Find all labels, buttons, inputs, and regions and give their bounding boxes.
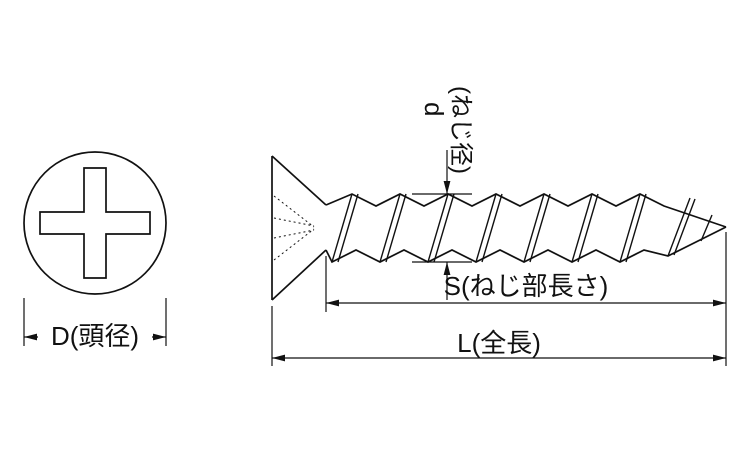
- thread-diameter-note-label: (ねじ径): [447, 86, 474, 174]
- thread-lines: [331, 193, 713, 263]
- screw-head-side: [271, 155, 327, 301]
- thread-diameter-dimension: d (ねじ径): [412, 86, 474, 300]
- screw-head-circle: [23, 151, 167, 295]
- thread-outline-bottom: [325, 226, 727, 264]
- head-top-view: [23, 151, 167, 295]
- head-diameter-dimension: D(頭径): [23, 298, 167, 351]
- phillips-cross-recess: [39, 167, 151, 279]
- thread-diameter-symbol-label: d: [419, 102, 449, 116]
- label-backing: [38, 323, 152, 351]
- thread-length-label: S(ねじ部長さ): [444, 271, 609, 301]
- thread-length-dimension: S(ねじ部長さ): [325, 232, 727, 366]
- total-length-dimension: L(全長): [271, 306, 726, 366]
- screw-side-view: [271, 155, 727, 301]
- head-cone-top: [271, 155, 327, 206]
- thread-outline-top: [325, 193, 727, 228]
- head-diameter-label: D(頭径): [51, 321, 139, 351]
- total-length-label: L(全長): [457, 328, 541, 358]
- head-cone-bottom: [271, 249, 327, 301]
- hidden-recess-lines: [273, 195, 315, 261]
